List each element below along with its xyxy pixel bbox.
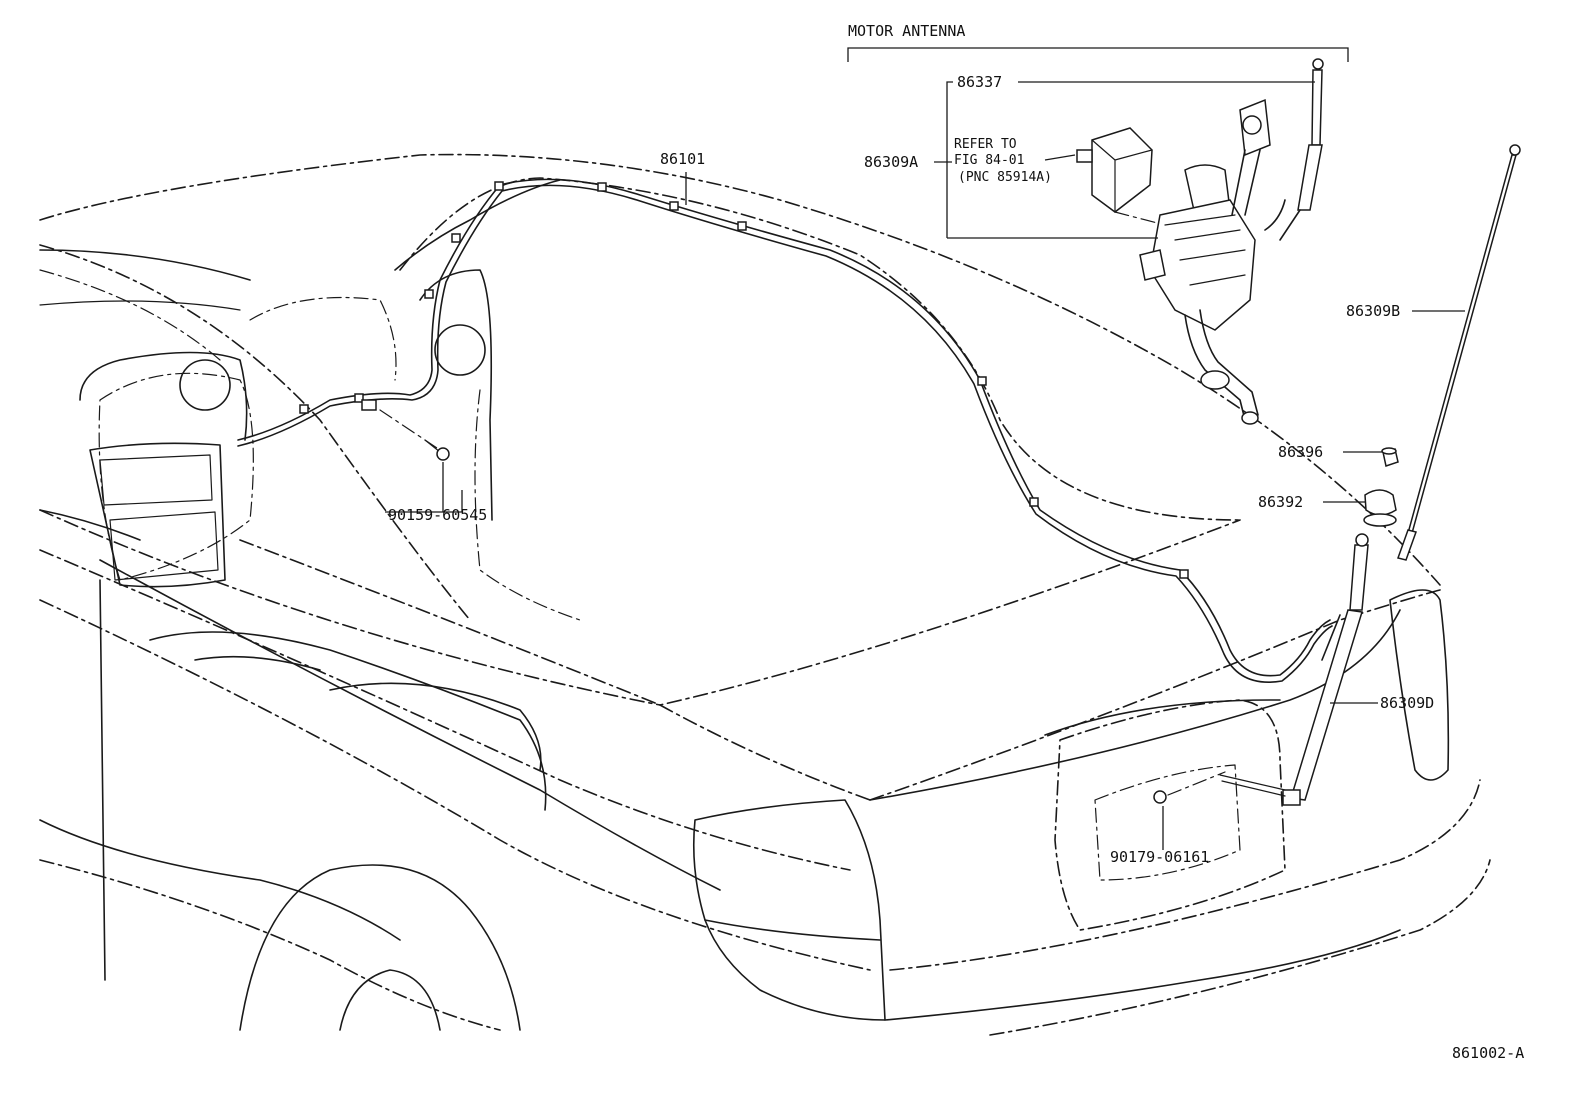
motor-antenna-label: MOTOR ANTENNA — [848, 22, 966, 40]
car-body-outline — [39, 153, 1491, 1036]
antenna-cable-86101 — [237, 178, 1333, 683]
antenna-rod-86309B — [1397, 144, 1521, 561]
refer-note-line3: (PNC 85914A) — [958, 170, 1052, 185]
motor-antenna-assembly — [1076, 58, 1324, 425]
antenna-mast-86309D — [1219, 533, 1369, 806]
antenna-bezel-86392 — [1363, 489, 1397, 527]
part-86392-label[interactable]: 86392 — [1258, 493, 1304, 511]
car-body-solid — [39, 179, 1450, 1031]
part-86309D-label[interactable]: 86309D — [1380, 694, 1435, 712]
part-86309A-label[interactable]: 86309A — [864, 153, 919, 171]
part-86396-label[interactable]: 86396 — [1278, 443, 1324, 461]
part-86309B-label[interactable]: 86309B — [1346, 302, 1401, 320]
bolt-90159-60545 — [379, 409, 450, 461]
leader-lines — [385, 81, 1465, 850]
screw-90179-06161 — [1153, 771, 1226, 804]
refer-note-line1: REFER TO — [954, 137, 1017, 152]
cable-clips — [299, 181, 1189, 579]
figure-id: 861002-A — [1452, 1044, 1525, 1062]
part-86101-label[interactable]: 86101 — [660, 150, 706, 168]
part-90159-60545-label[interactable]: 90159-60545 — [388, 506, 488, 524]
part-86337-label[interactable]: 86337 — [957, 73, 1003, 91]
refer-note-line2: FIG 84-01 — [954, 153, 1025, 168]
part-90179-06161-label[interactable]: 90179-06161 — [1110, 848, 1210, 866]
motor-antenna-bracket — [847, 47, 1349, 62]
antenna-nut-86396 — [1381, 447, 1399, 467]
